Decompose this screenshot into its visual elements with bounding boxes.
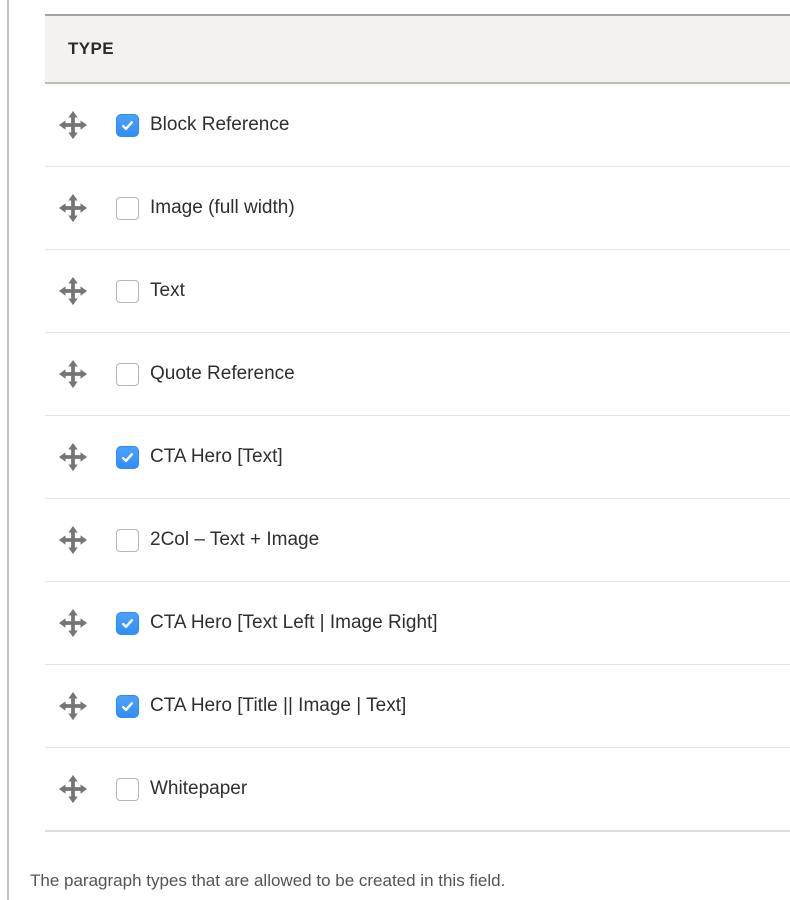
table-header-row: TYPE — [45, 14, 790, 84]
drag-handle[interactable] — [58, 442, 88, 472]
move-icon — [58, 110, 88, 140]
drag-handle[interactable] — [58, 193, 88, 223]
table-row-2: Text — [45, 250, 790, 333]
table-row-8: Whitepaper — [45, 748, 790, 832]
type-checkbox[interactable] — [116, 113, 139, 137]
column-header-type: TYPE — [68, 39, 115, 58]
paragraph-type-label: CTA Hero [Text Left | Image Right] — [150, 612, 438, 633]
checkmark-icon — [121, 701, 134, 711]
paragraph-type-label: 2Col – Text + Image — [150, 529, 320, 550]
paragraph-types-table: TYPE Block Reference Image (full width) — [45, 14, 790, 832]
type-checkbox[interactable] — [116, 611, 139, 635]
move-icon — [58, 359, 88, 389]
type-checkbox[interactable] — [116, 528, 139, 552]
table-row-1: Image (full width) — [45, 167, 790, 250]
paragraph-type-label: CTA Hero [Text] — [150, 446, 283, 467]
move-icon — [58, 193, 88, 223]
move-icon — [58, 525, 88, 555]
table-row-5: 2Col – Text + Image — [45, 499, 790, 582]
drag-handle[interactable] — [58, 774, 88, 804]
drag-handle[interactable] — [58, 608, 88, 638]
type-checkbox[interactable] — [116, 196, 139, 220]
field-help-text: The paragraph types that are allowed to … — [30, 871, 506, 890]
checkmark-icon — [121, 452, 134, 462]
type-checkbox[interactable] — [116, 362, 139, 386]
type-checkbox[interactable] — [116, 279, 139, 303]
paragraph-type-label: CTA Hero [Title || Image | Text] — [150, 695, 407, 716]
type-checkbox[interactable] — [116, 777, 139, 801]
drag-handle[interactable] — [58, 276, 88, 306]
drag-handle[interactable] — [58, 525, 88, 555]
table-row-7: CTA Hero [Title || Image | Text] — [45, 665, 790, 748]
paragraph-type-label: Text — [150, 280, 185, 301]
drag-handle[interactable] — [58, 691, 88, 721]
drag-handle[interactable] — [58, 359, 88, 389]
type-checkbox[interactable] — [116, 445, 139, 469]
table-row-0: Block Reference — [45, 84, 790, 167]
checkmark-icon — [121, 120, 134, 130]
paragraph-type-label: Block Reference — [150, 114, 290, 135]
table-row-6: CTA Hero [Text Left | Image Right] — [45, 582, 790, 665]
paragraph-type-label: Quote Reference — [150, 363, 295, 384]
table-body: Block Reference Image (full width) Text — [45, 84, 790, 832]
paragraph-type-label: Whitepaper — [150, 778, 248, 799]
drag-handle[interactable] — [58, 110, 88, 140]
checkmark-icon — [121, 618, 134, 628]
table-row-4: CTA Hero [Text] — [45, 416, 790, 499]
page-left-border — [7, 0, 9, 900]
move-icon — [58, 774, 88, 804]
move-icon — [58, 442, 88, 472]
move-icon — [58, 608, 88, 638]
table-row-3: Quote Reference — [45, 333, 790, 416]
move-icon — [58, 691, 88, 721]
move-icon — [58, 276, 88, 306]
type-checkbox[interactable] — [116, 694, 139, 718]
paragraph-type-label: Image (full width) — [150, 197, 295, 218]
